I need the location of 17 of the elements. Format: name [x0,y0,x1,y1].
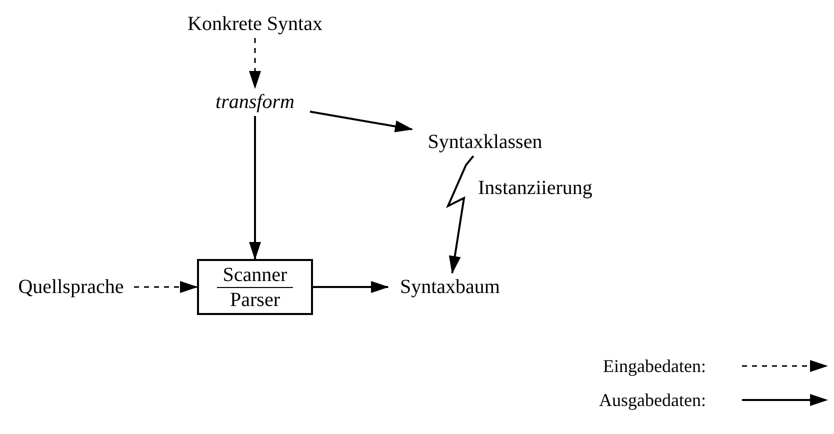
node-label: Quellsprache [17,275,125,299]
edge-label: Instanziierung [478,176,592,200]
arrow [249,38,261,89]
arrow [134,281,198,293]
node-label: Syntaxklassen [426,130,544,154]
node-label: Syntaxbaum [399,275,501,299]
box-text: Scanner [216,262,294,288]
node-label: Konkrete Syntax [186,12,324,36]
box-text: Parser [229,288,281,312]
arrow [313,281,389,293]
legend-label: Eingabedaten: [603,355,706,377]
arrow [310,110,413,132]
legend-label: Ausgabedaten: [599,389,706,411]
arrow [249,116,261,260]
node-label: transform [214,90,296,114]
process-box [197,259,313,315]
arrow [446,155,474,274]
